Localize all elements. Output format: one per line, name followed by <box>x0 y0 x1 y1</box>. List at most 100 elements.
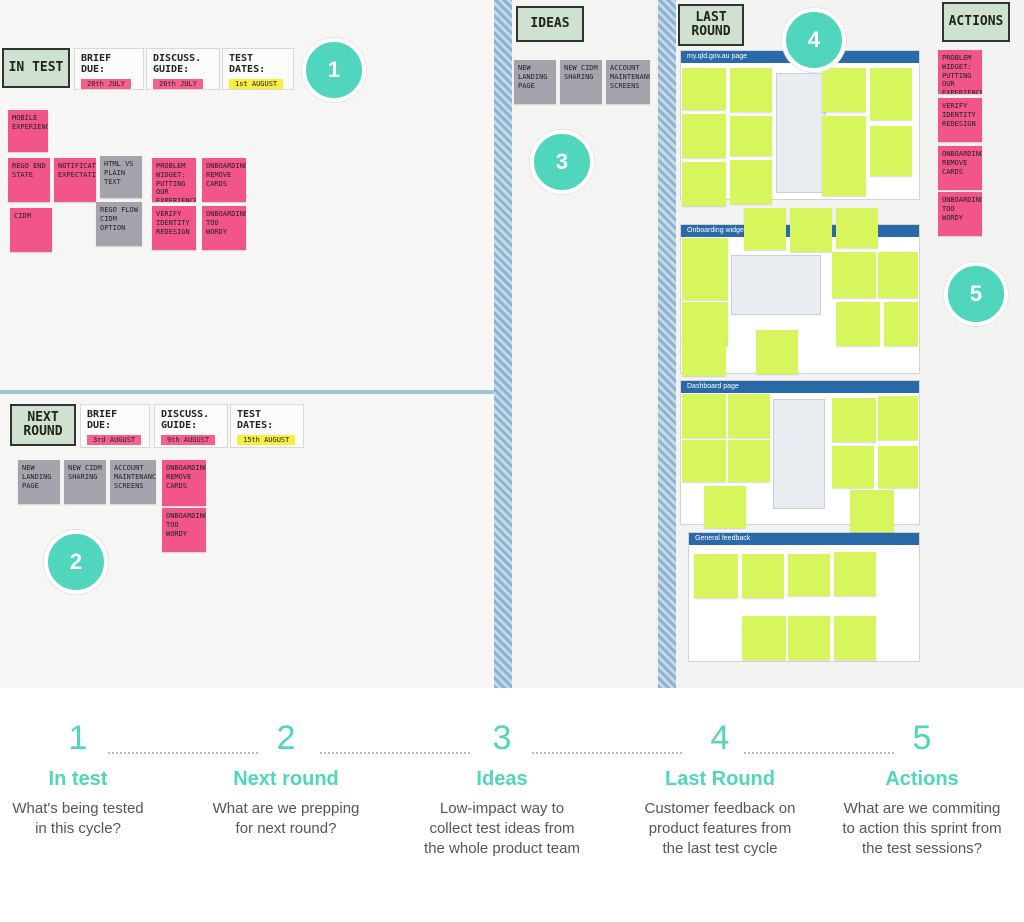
sticky-note: HTML VS PLAIN TEXT <box>100 156 142 198</box>
discuss-guide-card: DISCUSS. GUIDE: 26th JULY <box>146 48 220 90</box>
sticky-note: ACCOUNT MAINTENANCE SCREENS <box>110 460 156 504</box>
feedback-sticky <box>832 446 874 488</box>
dotted-connector <box>108 752 258 754</box>
sticky-note: VERIFY IDENTITY REDESIGN <box>152 206 196 250</box>
feedback-sticky <box>682 68 726 110</box>
feedback-sticky <box>730 68 772 112</box>
feedback-sticky <box>788 554 830 596</box>
screen-title: Dashboard page <box>681 381 919 393</box>
marker-badge: 2 <box>44 530 108 594</box>
marker-badge: 1 <box>302 38 366 102</box>
legend-step: 2 Next round What are we prepping for ne… <box>186 718 386 839</box>
sticky-note: ONBOARDING REMOVE CARDS <box>202 158 246 202</box>
discuss-guide-label: DISCUSS. GUIDE: <box>153 53 202 75</box>
step-number: 5 <box>912 719 932 757</box>
feedback-sticky <box>694 554 738 598</box>
tape-divider <box>658 0 676 688</box>
step-title: Actions <box>885 768 959 790</box>
feedback-sticky <box>742 616 786 660</box>
feedback-sticky <box>682 440 726 482</box>
feedback-sticky <box>836 208 878 248</box>
feedback-sticky <box>822 116 866 196</box>
last-round-header: LAST ROUND <box>678 4 744 46</box>
tape-horizontal <box>0 390 494 394</box>
legend-step: 1 In test What's being tested in this cy… <box>0 718 178 839</box>
feedback-sticky <box>728 440 770 482</box>
test-dates-card: TEST DATES: 15th AUGUST <box>230 404 304 448</box>
sticky-note: PROBLEM WIDGET: PUTTING OUR EXPERIENCE? <box>152 158 196 202</box>
desc-line: What's being tested <box>12 800 144 817</box>
feedback-sticky <box>756 330 798 374</box>
feedback-sticky <box>682 162 726 206</box>
test-dates-label: TEST DATES: <box>229 53 266 75</box>
feedback-sticky <box>822 68 866 112</box>
step-description: What are we prepping for next round? <box>186 799 386 839</box>
step-title: Last Round <box>665 768 775 790</box>
feedback-sticky <box>870 68 912 120</box>
brief-due-label: BRIEF DUE: <box>87 409 118 431</box>
step-description: Low-impact way to collect test ideas fro… <box>402 799 602 859</box>
page-screenshot <box>776 73 826 193</box>
brief-due-label: BRIEF DUE: <box>81 53 112 75</box>
desc-line: collect test ideas from <box>429 820 575 837</box>
feedback-sticky <box>682 114 726 158</box>
desc-line: Low-impact way to <box>439 800 565 817</box>
desc-line: Customer feedback on <box>644 800 796 817</box>
feedback-sticky <box>730 160 772 204</box>
sticky-note: CIDM <box>10 208 52 252</box>
page-screenshot <box>731 255 821 315</box>
sticky-note: ONBOARDING TOO WORDY <box>162 508 206 552</box>
feedback-sticky <box>744 208 786 250</box>
sticky-note: PROBLEM WIDGET: PUTTING OUR EXPERIENCE? <box>938 50 982 94</box>
marker-badge: 5 <box>944 262 1008 326</box>
dotted-connector <box>320 752 470 754</box>
brief-due-card: BRIEF DUE: 20th JULY <box>74 48 144 90</box>
legend-step: 5 Actions What are we commiting to actio… <box>820 718 1024 859</box>
feedback-sticky <box>682 394 726 438</box>
feedback-sticky <box>850 490 894 532</box>
tape-divider <box>494 0 512 688</box>
feedback-sticky <box>682 334 726 376</box>
sticky-note: ONBOARDING REMOVE CARDS <box>162 460 206 506</box>
step-number: 1 <box>68 719 88 757</box>
step-number: 3 <box>492 719 512 757</box>
desc-line: for next round? <box>235 820 337 837</box>
discuss-guide-date: 9th AUGUST <box>161 435 216 445</box>
sticky-note: MOBILE EXPERIENCE <box>8 110 48 152</box>
screen-title: General feedback <box>689 533 919 545</box>
test-dates-date: 15th AUGUST <box>237 435 296 445</box>
step-title: In test <box>48 768 108 790</box>
board-panel-ideas <box>512 0 656 688</box>
feedback-sticky <box>742 554 784 598</box>
feedback-sticky <box>832 398 876 442</box>
sticky-note: REGO END STATE <box>8 158 50 202</box>
step-description: Customer feedback on product features fr… <box>620 799 820 859</box>
ideas-header: IDEAS <box>516 6 584 42</box>
feedback-sticky <box>878 396 918 440</box>
sticky-note: NEW LANDING PAGE <box>18 460 60 504</box>
feedback-sticky <box>832 252 876 298</box>
desc-line: What are we prepping <box>212 800 360 817</box>
feedback-sticky <box>788 616 830 660</box>
sticky-note: ONBOARDING TOO WORDY <box>938 192 982 236</box>
test-dates-label: TEST DATES: <box>237 409 274 431</box>
feedback-sticky <box>730 116 772 156</box>
desc-line: product features from <box>648 820 792 837</box>
feedback-sticky <box>878 252 918 298</box>
feedback-sticky <box>878 446 918 488</box>
desc-line: to action this sprint from <box>842 820 1002 837</box>
discuss-guide-label: DISCUSS. GUIDE: <box>161 409 210 431</box>
step-title: Ideas <box>476 768 528 790</box>
feedback-sticky <box>790 208 832 252</box>
step-title: Next round <box>233 768 339 790</box>
dotted-connector <box>744 752 894 754</box>
sticky-note: NEW LANDING PAGE <box>514 60 556 104</box>
desc-line: What are we commiting <box>843 800 1001 817</box>
marker-badge: 4 <box>782 8 846 72</box>
sticky-note: ONBOARDING REMOVE CARDS <box>938 146 982 190</box>
step-description: What are we commiting to action this spr… <box>820 799 1024 859</box>
feedback-sticky <box>834 616 876 660</box>
sticky-note: NOTIFICATIONS EXPECTATIONS <box>54 158 96 202</box>
legend-step: 3 Ideas Low-impact way to collect test i… <box>402 718 602 859</box>
sticky-note: NEW CIDM SHARING <box>560 60 602 104</box>
